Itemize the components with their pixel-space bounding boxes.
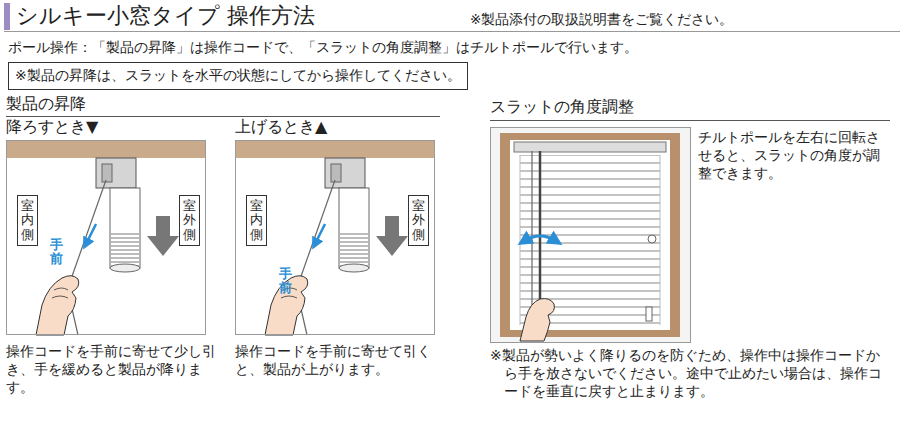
- caution-note: ※製品が勢いよく降りるのを防ぐため、操作中は操作コードから手を放さないでください…: [490, 346, 890, 401]
- slat-edge: [660, 155, 661, 325]
- window-glass: [510, 140, 670, 330]
- title-bar: [4, 3, 10, 30]
- section-rule: [490, 120, 890, 121]
- rotate-arrow: [524, 236, 556, 241]
- illustration-frame: [491, 128, 691, 343]
- side-label-box: 室内側: [17, 195, 38, 246]
- reference-note: ※製品添付の取扱説明書をご覧ください。: [470, 11, 733, 29]
- side-label-box: 室外側: [179, 195, 200, 246]
- title-rule: [4, 31, 900, 32]
- side-label-box: 室内側: [246, 195, 267, 246]
- note-text: ※製品の昇降は、スラットを水平の状態にしてから操作してください。: [15, 67, 461, 85]
- operation-cord: [531, 151, 532, 307]
- step-heading: 降ろすとき▼: [6, 117, 98, 138]
- section-heading: スラットの角度調整: [490, 97, 634, 118]
- step-heading: 上げるとき▲: [235, 117, 327, 138]
- tilt-instruction: チルトポールを左右に回転させると、スラットの角度が調整できます。: [698, 128, 890, 183]
- lowering-illustration: [6, 140, 206, 335]
- head-rail: [514, 142, 666, 152]
- section-heading: 製品の昇降: [6, 94, 86, 115]
- tilt-illustration: [491, 128, 691, 343]
- side-label: 室外側: [412, 199, 425, 242]
- side-label: 室外側: [183, 199, 196, 242]
- direction-label: 手前: [50, 238, 63, 267]
- page-title: シルキー小窓タイプ 操作方法: [16, 2, 315, 31]
- illustration-panel: 上げるとき▲操作コードを手前に寄せて引くと、製品が上がります。室内側室外側: [235, 140, 435, 335]
- raising-illustration: [235, 140, 435, 335]
- slat-edge: [520, 155, 521, 325]
- side-label: 室内側: [250, 199, 263, 242]
- note-box: ※製品の昇降は、スラットを水平の状態にしてから操作してください。: [8, 62, 468, 90]
- side-label-box: 室外側: [408, 195, 429, 246]
- bottom-holder: [646, 307, 652, 321]
- step-caption: 操作コードを手前に寄せて少し引き、手を緩めると製品が降ります。: [6, 342, 218, 397]
- illustration-panel: 降ろすとき▼操作コードを手前に寄せて少し引き、手を緩めると製品が降ります。室内側…: [6, 140, 206, 335]
- step-caption: 操作コードを手前に寄せて引くと、製品が上がります。: [235, 342, 447, 378]
- side-label: 室内側: [21, 199, 34, 242]
- bracket: [648, 235, 656, 243]
- tilt-pole: [539, 151, 542, 312]
- direction-label: 手前: [279, 267, 292, 296]
- operation-summary: ポール操作：「製品の昇降」は操作コードで、「スラットの角度調整」はチルトポールで…: [8, 38, 638, 56]
- section-rule: [6, 116, 440, 117]
- window-frame: [500, 133, 680, 337]
- hand: [520, 299, 554, 341]
